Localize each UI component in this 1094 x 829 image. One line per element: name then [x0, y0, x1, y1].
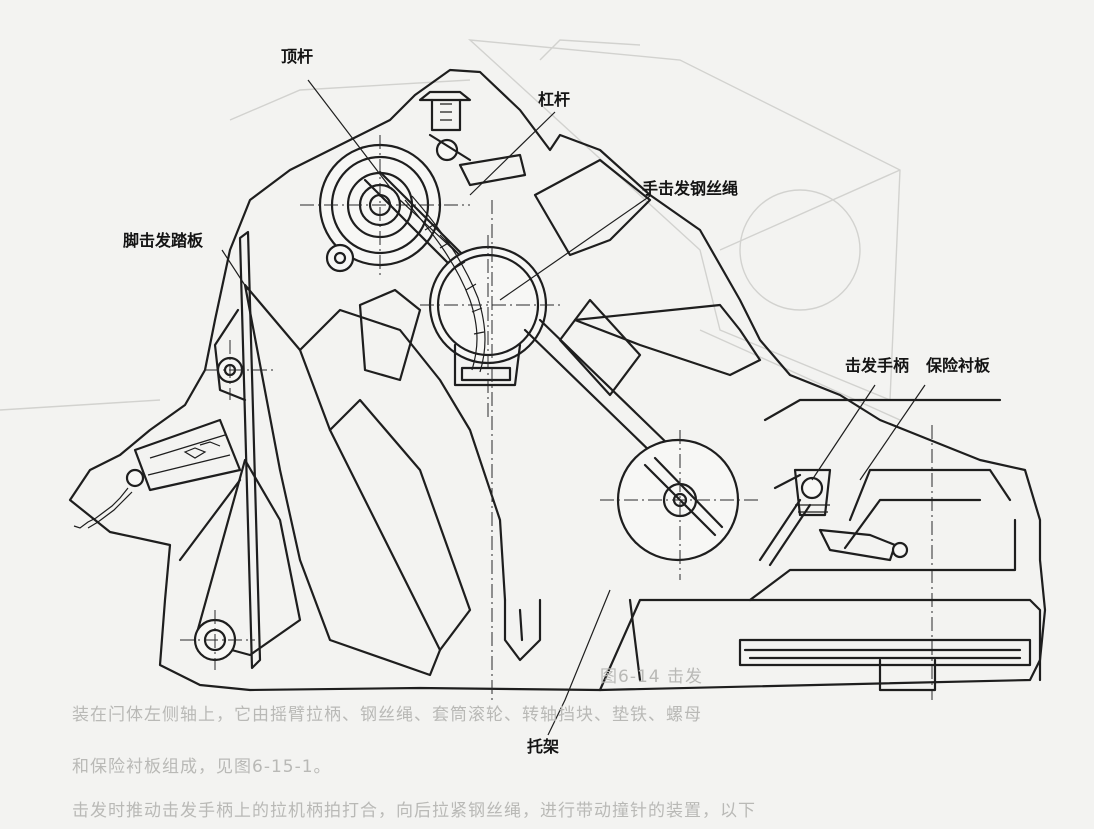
- fire-handle-assembly: [748, 398, 1017, 602]
- fire-wheel: [600, 430, 760, 580]
- pedal-arm-frame: [243, 283, 442, 677]
- bleed-caption: 图6-14 击发: [600, 667, 703, 687]
- wire-rope: [404, 199, 478, 371]
- rope-pulley: [420, 235, 560, 420]
- leader-lever: [469, 111, 556, 196]
- leader-top-rod: [307, 79, 393, 191]
- housing-outline: [68, 68, 1047, 692]
- foot-pedal-plate: [238, 230, 262, 670]
- lower-web: [193, 458, 302, 657]
- bleed-text-line-1: 装在闩体左侧轴上，它由摇臂拉柄、钢丝绳、套筒滚轮、转轴挡块、垫铁、螺母: [72, 705, 702, 725]
- leader-liner: [859, 384, 926, 481]
- top-cap: [418, 90, 472, 102]
- chain-guard: [133, 418, 242, 492]
- bleed-text-line-2: 和保险衬板组成，见图6-15-1。: [72, 757, 332, 777]
- bleed-text-line-3: 击发时推动击发手柄上的拉机柄拍打合，向后拉紧钢丝绳，进行带动撞针的装置，以下: [72, 801, 756, 821]
- bracket-piece: [503, 598, 542, 662]
- base-plate: [598, 598, 1042, 692]
- top-rod-hub: [300, 135, 470, 275]
- leader-wire-rope: [499, 195, 651, 301]
- label-bracket: 托架: [527, 737, 560, 756]
- leader-handle: [811, 384, 876, 481]
- label-fire-handle: 击发手柄: [845, 356, 910, 375]
- label-safety-liner: 保险衬板: [926, 356, 991, 375]
- label-lever: 杠杆: [538, 90, 571, 109]
- label-foot-fire-pedal: 脚击发踏板: [123, 231, 204, 250]
- leader-pedal: [221, 249, 249, 291]
- label-hand-fire-wire-rope: 手击发钢丝绳: [642, 179, 739, 198]
- leader-bracket: [547, 589, 611, 736]
- label-top-rod: 顶杆: [281, 47, 314, 66]
